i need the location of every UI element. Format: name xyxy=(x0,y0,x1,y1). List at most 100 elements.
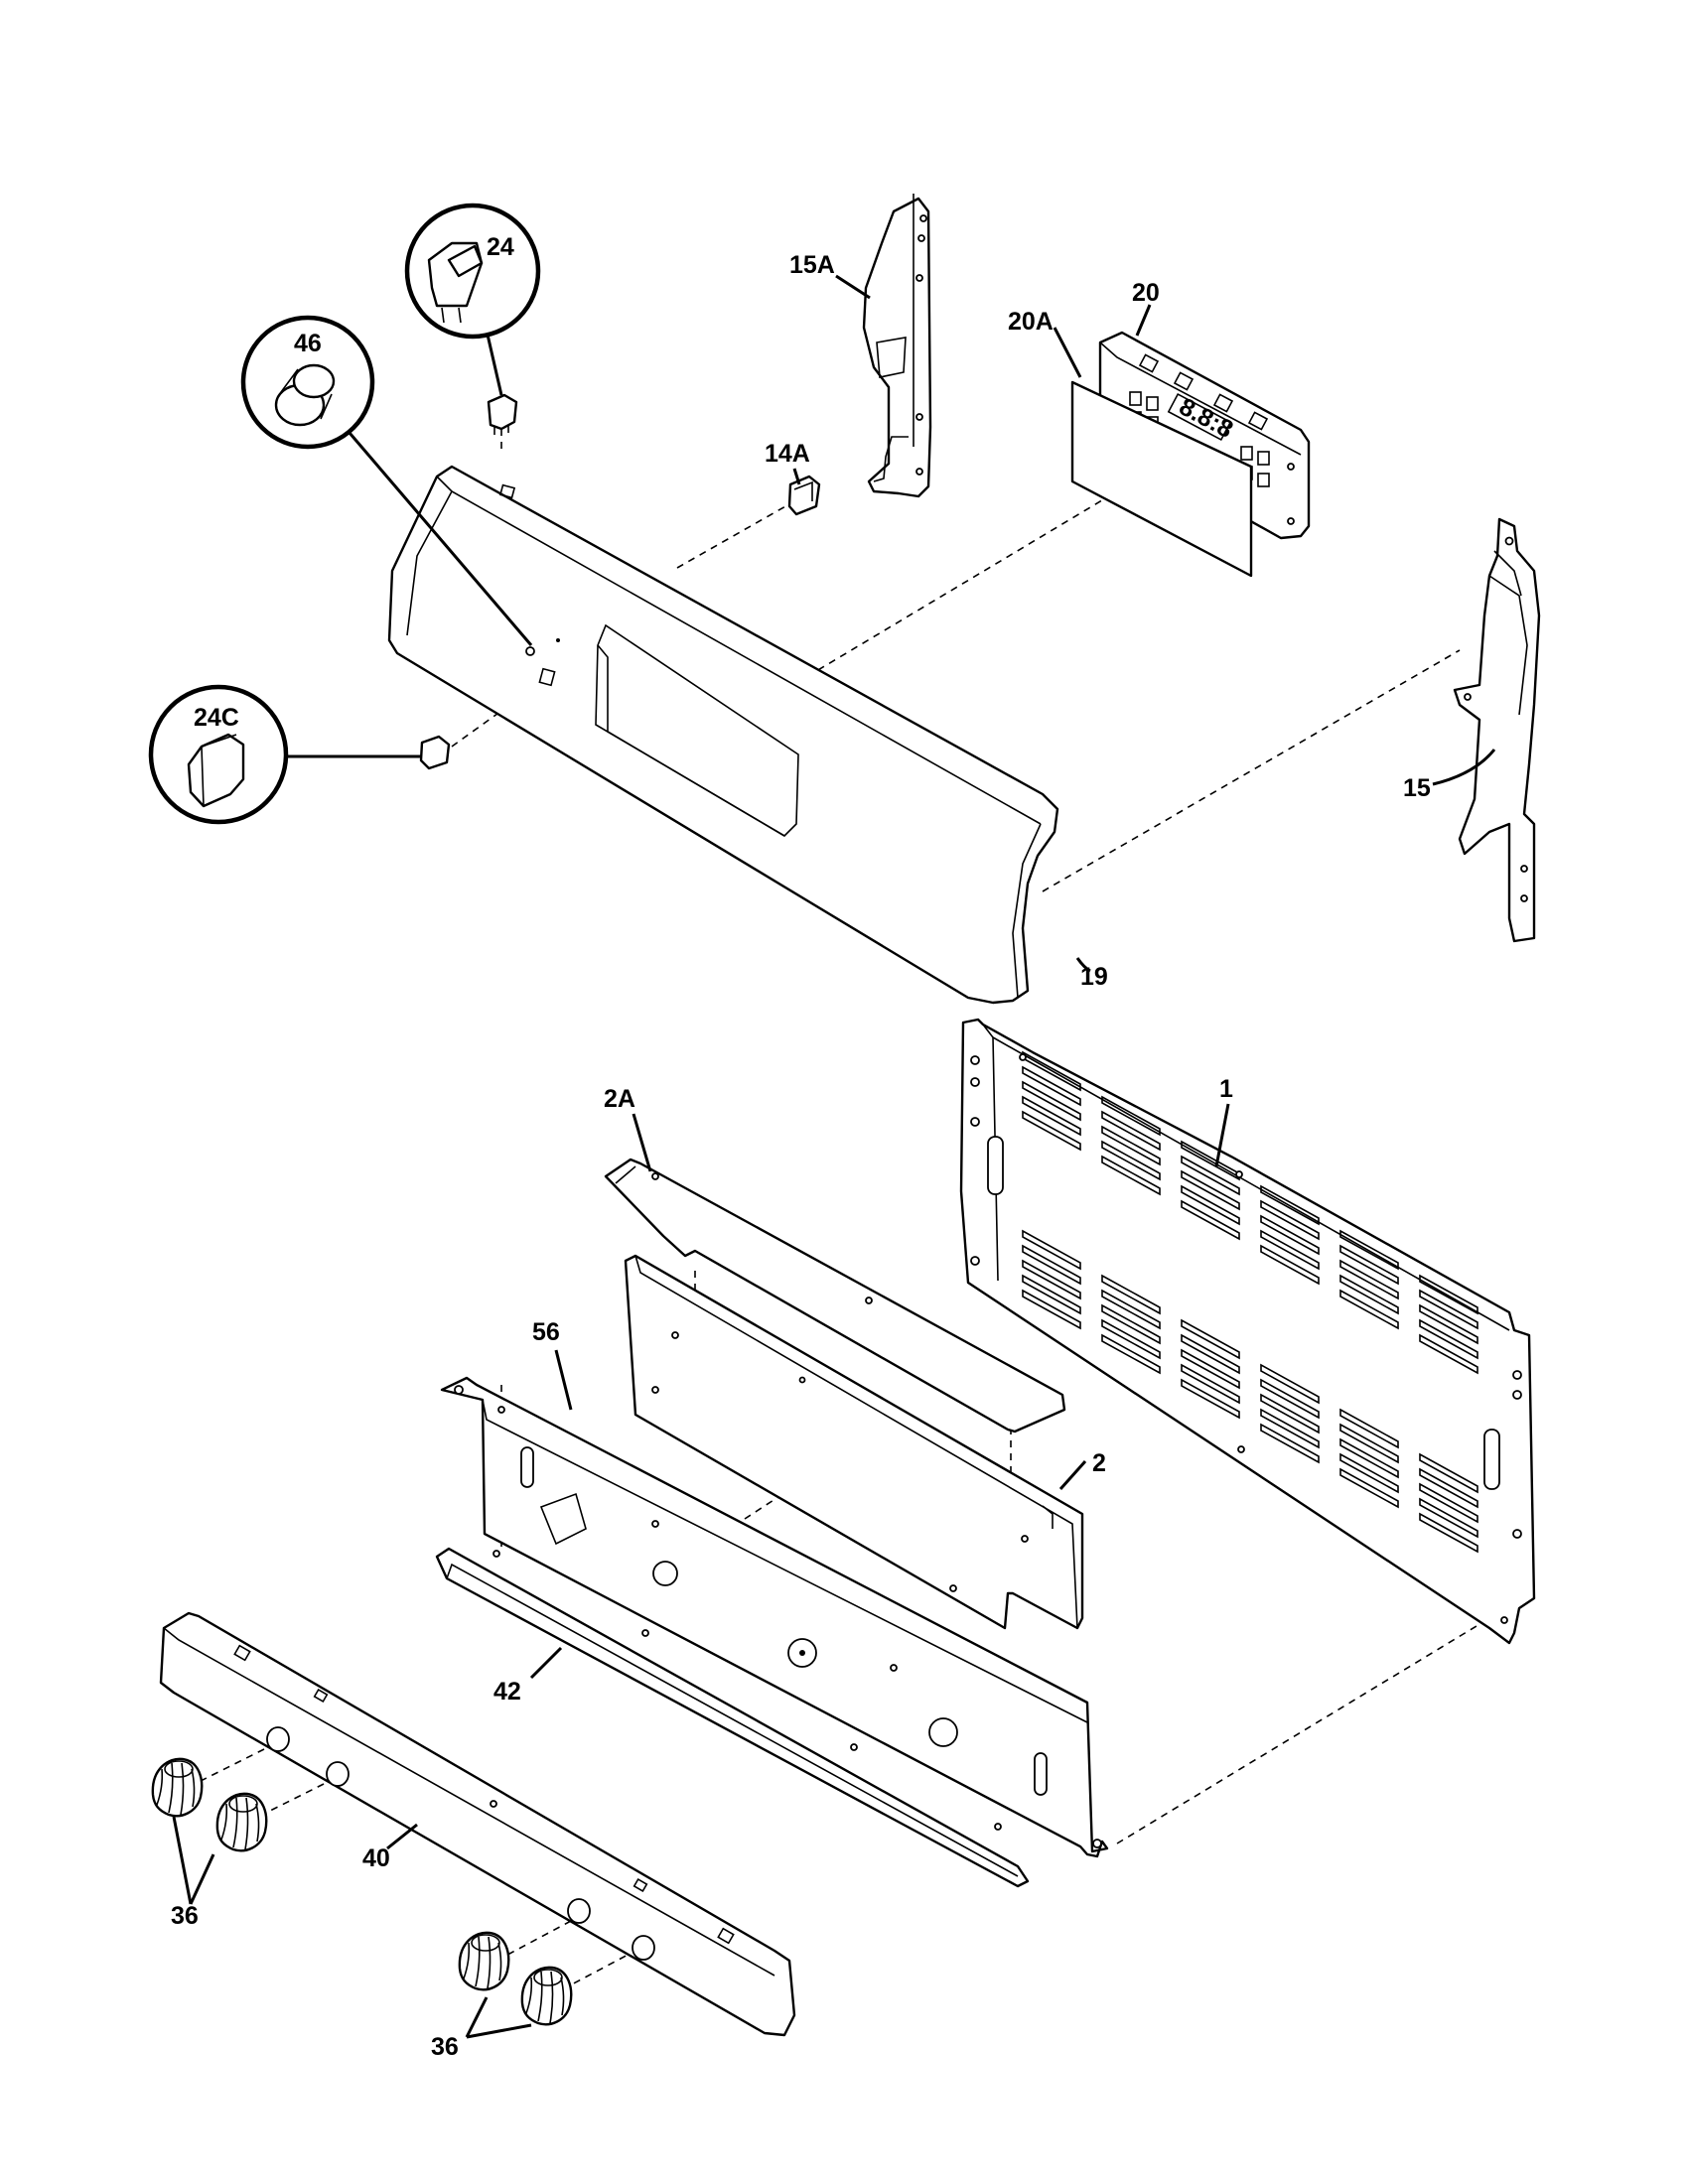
louver-slot xyxy=(1419,1482,1478,1524)
knob-rib xyxy=(549,1971,554,2024)
louver-slot xyxy=(1260,1229,1320,1271)
knob-rib xyxy=(156,1768,164,1806)
louver-slot xyxy=(1181,1363,1240,1405)
louver-slot xyxy=(1181,1199,1240,1241)
louver-slot xyxy=(1022,1244,1081,1286)
louver-slot xyxy=(1260,1378,1320,1420)
louver-slot xyxy=(1260,1199,1320,1241)
knob-top xyxy=(228,1795,258,1813)
louver-slot xyxy=(1022,1065,1081,1107)
louver-slot xyxy=(1419,1333,1478,1375)
inner-panel-2 xyxy=(624,1254,1084,1630)
louver-slot xyxy=(1181,1378,1240,1420)
louver-slot xyxy=(1339,1274,1399,1315)
callout-15a: 15A xyxy=(789,251,835,279)
louver-slot xyxy=(1419,1512,1478,1554)
louver-slot xyxy=(1181,1169,1240,1211)
knob-rib xyxy=(168,1762,174,1814)
louver-slot xyxy=(1181,1140,1240,1181)
louver-slot xyxy=(1101,1110,1161,1152)
knob-rib xyxy=(220,1803,228,1841)
rocker-switch-24c-small xyxy=(419,735,451,770)
louver-slot xyxy=(1022,1095,1081,1137)
louver-slot xyxy=(1419,1452,1478,1494)
callout-2: 2 xyxy=(1092,1449,1106,1477)
callout-40: 40 xyxy=(362,1844,390,1872)
louver-slot xyxy=(1339,1259,1399,1300)
louver-slot xyxy=(1339,1229,1399,1271)
louver-slot xyxy=(1181,1318,1240,1360)
knob-rib xyxy=(537,1971,543,2022)
louver-slot xyxy=(1419,1274,1478,1315)
louver-slot xyxy=(1022,1110,1081,1152)
callout-56: 56 xyxy=(532,1318,560,1346)
callout-42: 42 xyxy=(493,1678,521,1706)
louver-slot xyxy=(1419,1289,1478,1330)
trim-strip-42 xyxy=(435,1547,1030,1888)
knob-rib xyxy=(232,1797,238,1848)
callout-1: 1 xyxy=(1219,1075,1233,1103)
louver-slot xyxy=(1101,1095,1161,1137)
louver-slot xyxy=(1101,1333,1161,1375)
overlay-20a xyxy=(1070,380,1253,578)
knob-top xyxy=(164,1760,194,1778)
control-board-20: 8.8:8 xyxy=(1098,331,1311,540)
louver-slot xyxy=(1419,1318,1478,1360)
knob-36-top-right xyxy=(215,1792,268,1852)
louver-slot xyxy=(1181,1348,1240,1390)
back-panel-1 xyxy=(959,1018,1536,1645)
louver-slot xyxy=(1339,1437,1399,1479)
callout-20a: 20A xyxy=(1008,308,1054,336)
louver-slot xyxy=(1419,1303,1478,1345)
louver-slot xyxy=(1260,1423,1320,1464)
switch-24-small xyxy=(487,393,518,435)
louver-slot xyxy=(1339,1289,1399,1330)
callout-14a: 14A xyxy=(765,440,810,468)
control-panel-19 xyxy=(387,465,1059,1005)
louver-slot xyxy=(1260,1244,1320,1286)
louver-slot xyxy=(1022,1259,1081,1300)
louver-slot xyxy=(1181,1333,1240,1375)
callout-36-upper: 36 xyxy=(171,1902,199,1930)
louver-slot xyxy=(1101,1140,1161,1181)
knob-36-bottom-right xyxy=(520,1966,573,2026)
louver-slot xyxy=(1181,1184,1240,1226)
callout-19: 19 xyxy=(1080,963,1108,991)
knob-rib xyxy=(180,1762,185,1816)
louver-slot xyxy=(1339,1452,1399,1494)
switch-14a xyxy=(787,475,821,516)
louver-slot xyxy=(1101,1289,1161,1330)
louver-slot xyxy=(1181,1155,1240,1196)
detail-circle-24c xyxy=(148,684,422,825)
louver-slot xyxy=(1022,1289,1081,1330)
knob-top xyxy=(471,1934,500,1952)
side-bracket-15a xyxy=(862,194,932,498)
knob-rib xyxy=(525,1977,533,2014)
knob-rib xyxy=(487,1936,492,1989)
louver-slot xyxy=(1101,1318,1161,1360)
heat-shield-2a xyxy=(604,1158,1066,1433)
knob-rib xyxy=(463,1942,471,1979)
callout-2a: 2A xyxy=(604,1085,635,1113)
louver-slot xyxy=(1339,1244,1399,1286)
knob-top xyxy=(533,1969,563,1986)
louver-slot xyxy=(1022,1080,1081,1122)
louver-slot xyxy=(1101,1125,1161,1166)
louver-slot xyxy=(1260,1363,1320,1405)
callout-labels: 24 46 24C 15A 14A 20 20A 15 19 1 2A 56 2… xyxy=(171,233,1431,2061)
louver-slot xyxy=(1419,1467,1478,1509)
louver-slot xyxy=(1339,1423,1399,1464)
louver-grid xyxy=(1022,1050,1478,1554)
detail-circle-46 xyxy=(240,315,533,646)
detail-circle-24 xyxy=(404,203,541,396)
callout-36-lower: 36 xyxy=(431,2033,459,2061)
louver-slot xyxy=(1339,1408,1399,1449)
callout-24c: 24C xyxy=(194,704,239,732)
louver-slot xyxy=(1101,1303,1161,1345)
callout-20: 20 xyxy=(1132,279,1160,307)
louver-slot xyxy=(1419,1497,1478,1539)
leader-lines xyxy=(172,274,1496,2039)
callout-24: 24 xyxy=(487,233,514,261)
louver-slot xyxy=(1260,1408,1320,1449)
